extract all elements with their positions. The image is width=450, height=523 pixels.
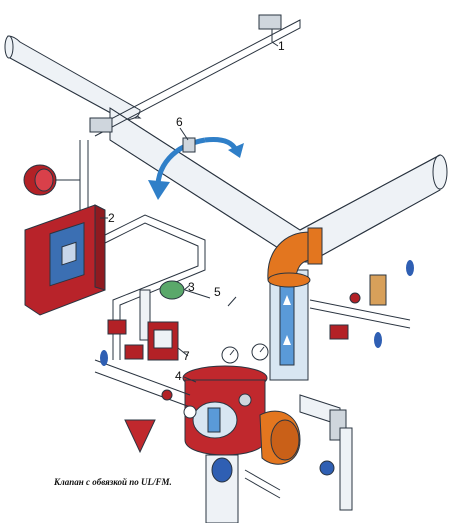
pipe-hanger-top: [258, 14, 282, 42]
leader-lines: [100, 41, 279, 383]
label-6: 6: [176, 115, 183, 129]
panel-wiring: [104, 214, 206, 360]
pressure-gauge-lower: [183, 405, 197, 419]
alarm-bell: [23, 164, 80, 196]
diagram-caption: Клапан с обвязкой по UL/FM.: [53, 477, 172, 487]
deluge-valve: [182, 365, 268, 456]
control-panel: [24, 204, 106, 316]
pipe-hanger-mid: [89, 117, 113, 133]
riser-pipe: [269, 269, 309, 381]
outlet-coupling: [259, 410, 301, 465]
pressure-gauge-right: [251, 343, 269, 361]
label-3: 3: [188, 280, 195, 294]
label-4: 4: [175, 369, 182, 383]
upper-main-pipe: [4, 35, 142, 121]
label-7: 7: [183, 349, 190, 363]
label-1: 1: [278, 39, 285, 53]
inlet-pipe: [205, 454, 281, 523]
manual-release-box: [147, 321, 179, 361]
label-5: 5: [214, 285, 221, 299]
solenoid-valve: [159, 280, 211, 300]
pressure-gauge-left: [221, 346, 239, 364]
label-2: 2: [108, 211, 115, 225]
rotation-arrow: [148, 137, 244, 200]
main-horizontal-pipe: [109, 107, 448, 263]
orange-elbow: [267, 227, 323, 288]
trim-piping-right: [299, 260, 414, 511]
flow-switch: [182, 137, 196, 153]
